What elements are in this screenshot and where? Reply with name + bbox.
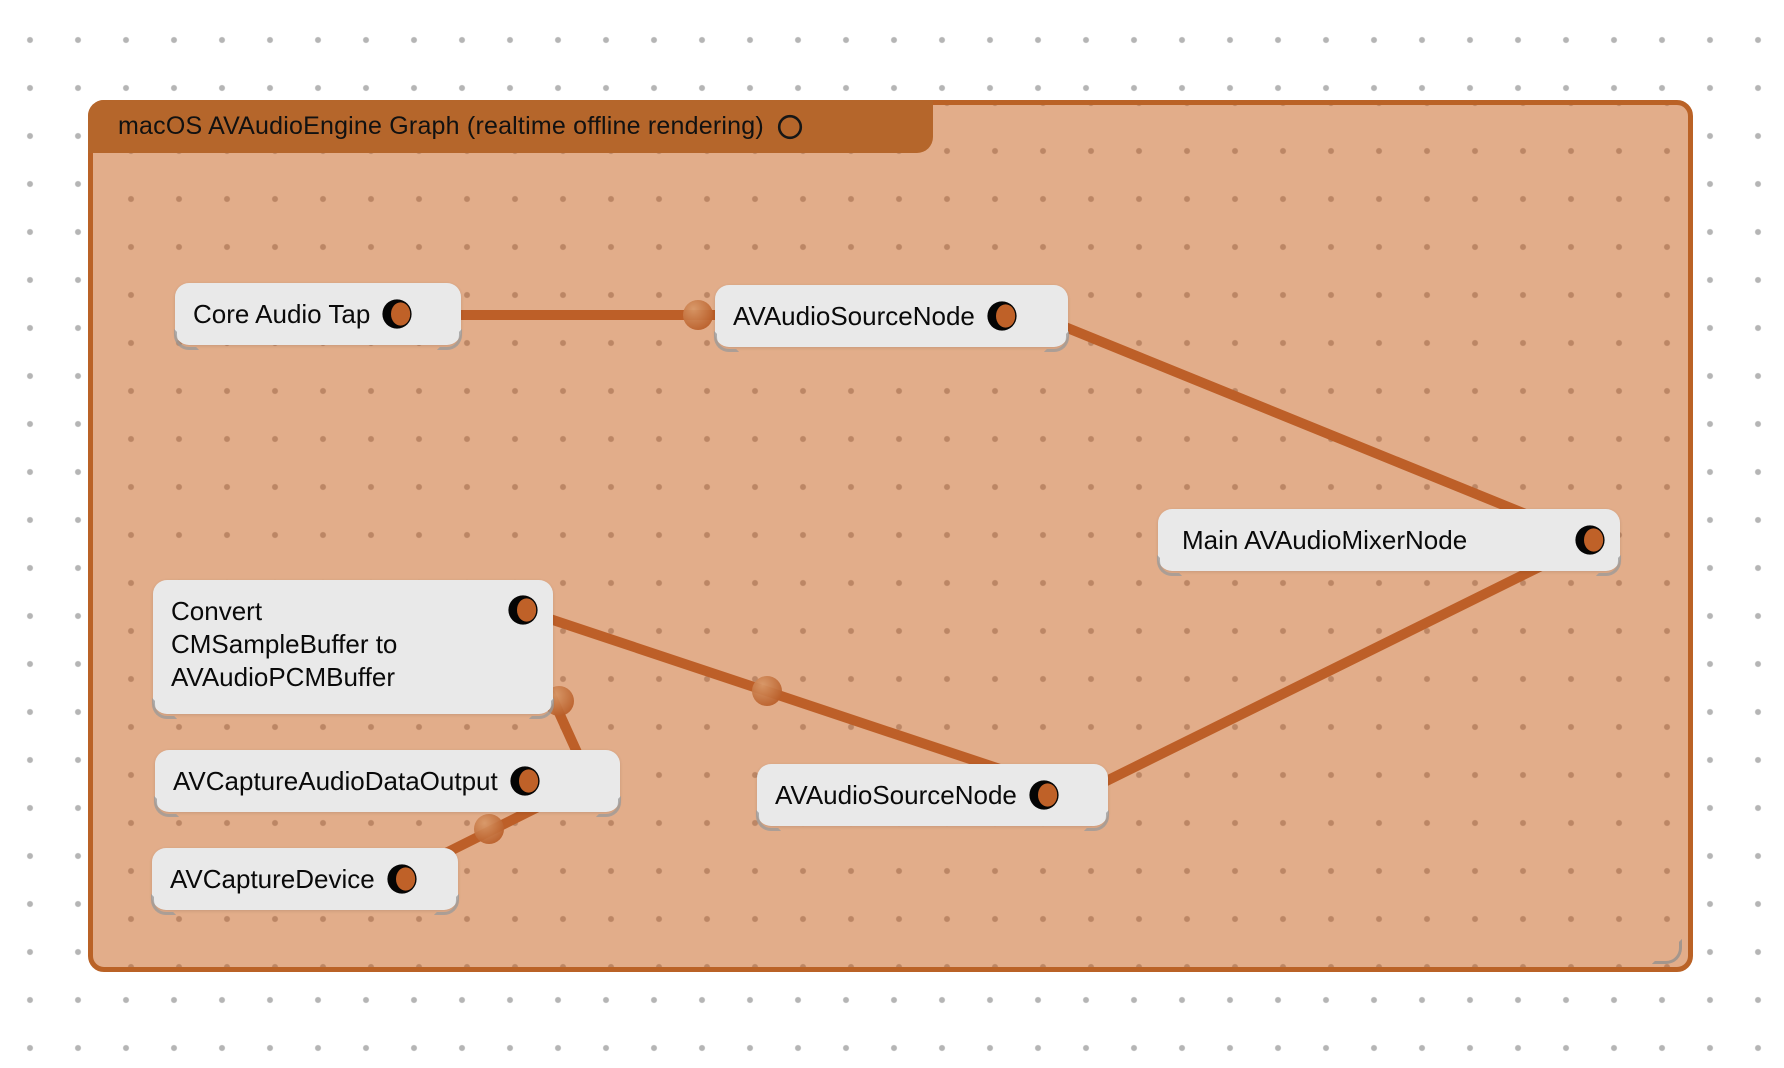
- container-corner-mark: [1652, 939, 1682, 964]
- moon-icon: [382, 299, 412, 329]
- connection-midpoint-handle[interactable]: [474, 814, 504, 844]
- group-title-bar[interactable]: macOS AVAudioEngine Graph (realtime offl…: [88, 100, 933, 153]
- node-main-avaudio-mixer-node[interactable]: Main AVAudioMixerNode: [1157, 509, 1621, 576]
- node-avcapture-audio-data-output[interactable]: AVCaptureAudioDataOutput: [154, 750, 621, 817]
- node-label: Core Audio Tap: [193, 298, 371, 329]
- moon-icon: [987, 301, 1017, 331]
- moon-icon: [387, 864, 417, 894]
- moon-icon: [1575, 525, 1605, 555]
- moon-icon: [510, 766, 540, 796]
- group-title: macOS AVAudioEngine Graph (realtime offl…: [118, 112, 764, 140]
- moon-icon: [1029, 780, 1059, 810]
- node-label: Main AVAudioMixerNode: [1182, 524, 1468, 555]
- node-convert-cmsamplebuffer[interactable]: Convert CMSampleBuffer to AVAudioPCMBuff…: [152, 580, 554, 719]
- connection-source-bottom-to-mixer[interactable]: [1073, 536, 1597, 800]
- node-label: AVCaptureAudioDataOutput: [173, 765, 498, 796]
- node-core-audio-tap[interactable]: Core Audio Tap: [174, 283, 462, 350]
- node-avcapture-device[interactable]: AVCaptureDevice: [151, 848, 459, 915]
- circle-outline-icon: [777, 114, 802, 139]
- connection-source-top-to-mixer[interactable]: [1033, 311, 1597, 546]
- connection-midpoint-handle[interactable]: [683, 300, 713, 330]
- node-label: AVAudioSourceNode: [775, 779, 1017, 810]
- node-label: AVAudioSourceNode: [733, 300, 975, 331]
- node-avaudio-source-node-bottom[interactable]: AVAudioSourceNode: [756, 764, 1109, 831]
- node-avaudio-source-node-top[interactable]: AVAudioSourceNode: [714, 285, 1069, 352]
- moon-icon: [508, 595, 538, 625]
- node-label: Convert CMSampleBuffer to AVAudioPCMBuff…: [171, 596, 398, 692]
- connection-midpoint-handle[interactable]: [752, 676, 782, 706]
- node-label: AVCaptureDevice: [170, 863, 375, 894]
